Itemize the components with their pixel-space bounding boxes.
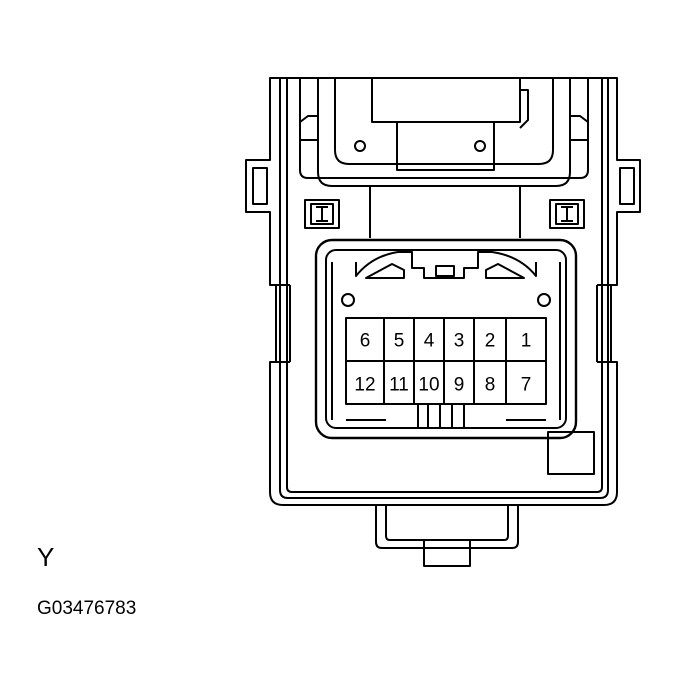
pin-label: 3 (454, 331, 465, 352)
pin-label: 10 (418, 375, 439, 396)
connector-socket (314, 238, 578, 440)
release-tab (547, 431, 595, 475)
pin-label: 4 (424, 331, 435, 352)
upper-latch (299, 78, 589, 238)
pin-label: 12 (354, 375, 375, 396)
pin-label: 2 (485, 331, 496, 352)
lock-tab-right (549, 199, 585, 229)
pin-label: 6 (360, 331, 371, 352)
pin-label: 5 (394, 331, 405, 352)
bottom-plug (375, 505, 519, 567)
connector-keyway (355, 251, 537, 279)
pin-label: 11 (389, 375, 409, 396)
pin-label: 7 (521, 375, 532, 396)
pin-label: 9 (454, 375, 465, 396)
figure-id: G03476783 (37, 598, 137, 619)
pin-label: 1 (521, 331, 532, 352)
switch-housing (245, 77, 641, 506)
pin-label: 8 (485, 375, 496, 396)
view-label: Y (37, 542, 55, 572)
pin-grid (345, 317, 547, 405)
lock-tab-left (304, 199, 340, 229)
